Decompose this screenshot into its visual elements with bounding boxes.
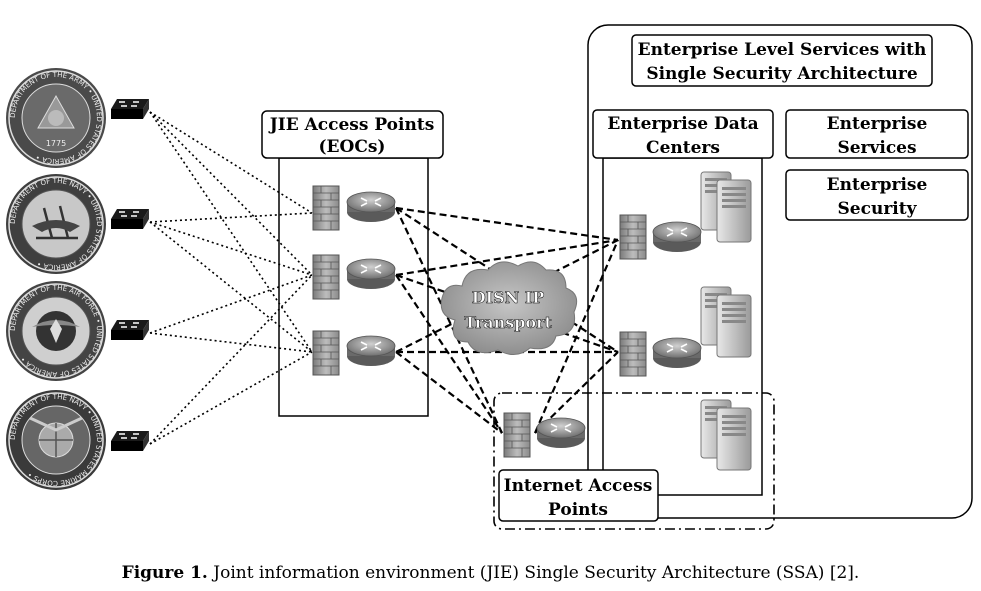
switch-icon [110, 430, 150, 452]
internet-access-points-label-box [498, 469, 659, 522]
firewall-icon [312, 254, 340, 300]
switch-icon [110, 98, 150, 120]
figure-caption-text: Joint information environment (JIE) Sing… [207, 563, 860, 583]
enterprise-level-services-title: Enterprise Level Services with [638, 40, 927, 60]
firewall-icon [312, 330, 340, 376]
enterprise-services-subtitle: Services [837, 138, 916, 158]
enterprise-security-box [785, 169, 969, 221]
internet-access-points-title: Internet Access [504, 476, 653, 496]
firewall-icon [503, 412, 531, 458]
router-icon [652, 337, 702, 369]
enterprise-data-centers-subtitle: Centers [646, 138, 720, 158]
enterprise-data-centers-title: Enterprise Data [607, 114, 758, 134]
router-icon [536, 417, 586, 449]
switch-icon [110, 319, 150, 341]
seal-air-force: DEPARTMENT OF THE AIR FORCE • UNITED STA… [6, 281, 106, 381]
disn-ip-transport-cloud-icon [440, 261, 578, 355]
enterprise-level-services-subtitle: Single Security Architecture [646, 64, 918, 84]
enterprise-level-services-panel [587, 24, 973, 519]
enterprise-security-subtitle: Security [838, 199, 918, 219]
dotted-links [149, 111, 313, 445]
jie-access-points-subtitle: (EOCs) [319, 137, 386, 157]
seal-marine-corps: DEPARTMENT OF THE NAVY • UNITED STATES M… [6, 390, 106, 490]
enterprise-services-title: Enterprise [827, 114, 928, 134]
figure-caption-label: Figure 1. [121, 563, 208, 583]
router-icon [346, 191, 396, 223]
disn-subtitle: Transport [464, 313, 552, 332]
enterprise-data-centers-label-box [592, 109, 774, 159]
enterprise-security-title: Enterprise [827, 175, 928, 195]
figure-caption: Figure 1. Joint information environment … [0, 563, 981, 583]
switch-icon [110, 208, 150, 230]
enterprise-services-box [785, 109, 969, 159]
router-icon [652, 221, 702, 253]
jie-access-points-title: JIE Access Points [268, 115, 435, 135]
router-icon [346, 335, 396, 367]
firewall-icon [312, 185, 340, 231]
enterprise-level-services-label-box [631, 34, 933, 87]
seal-army-year: 1775 [46, 139, 66, 148]
jie-access-points-label-box [261, 110, 444, 159]
firewall-icon [619, 331, 647, 377]
disn-title: DISN IP [472, 288, 545, 307]
seal-army: DEPARTMENT OF THE ARMY • UNITED STATES O… [6, 68, 106, 168]
router-icon [346, 258, 396, 290]
internet-access-points-subtitle: Points [548, 500, 608, 520]
firewall-icon [619, 214, 647, 260]
internet-access-points-panel [493, 392, 775, 530]
seal-navy: DEPARTMENT OF THE NAVY • UNITED STATES O… [6, 174, 106, 274]
